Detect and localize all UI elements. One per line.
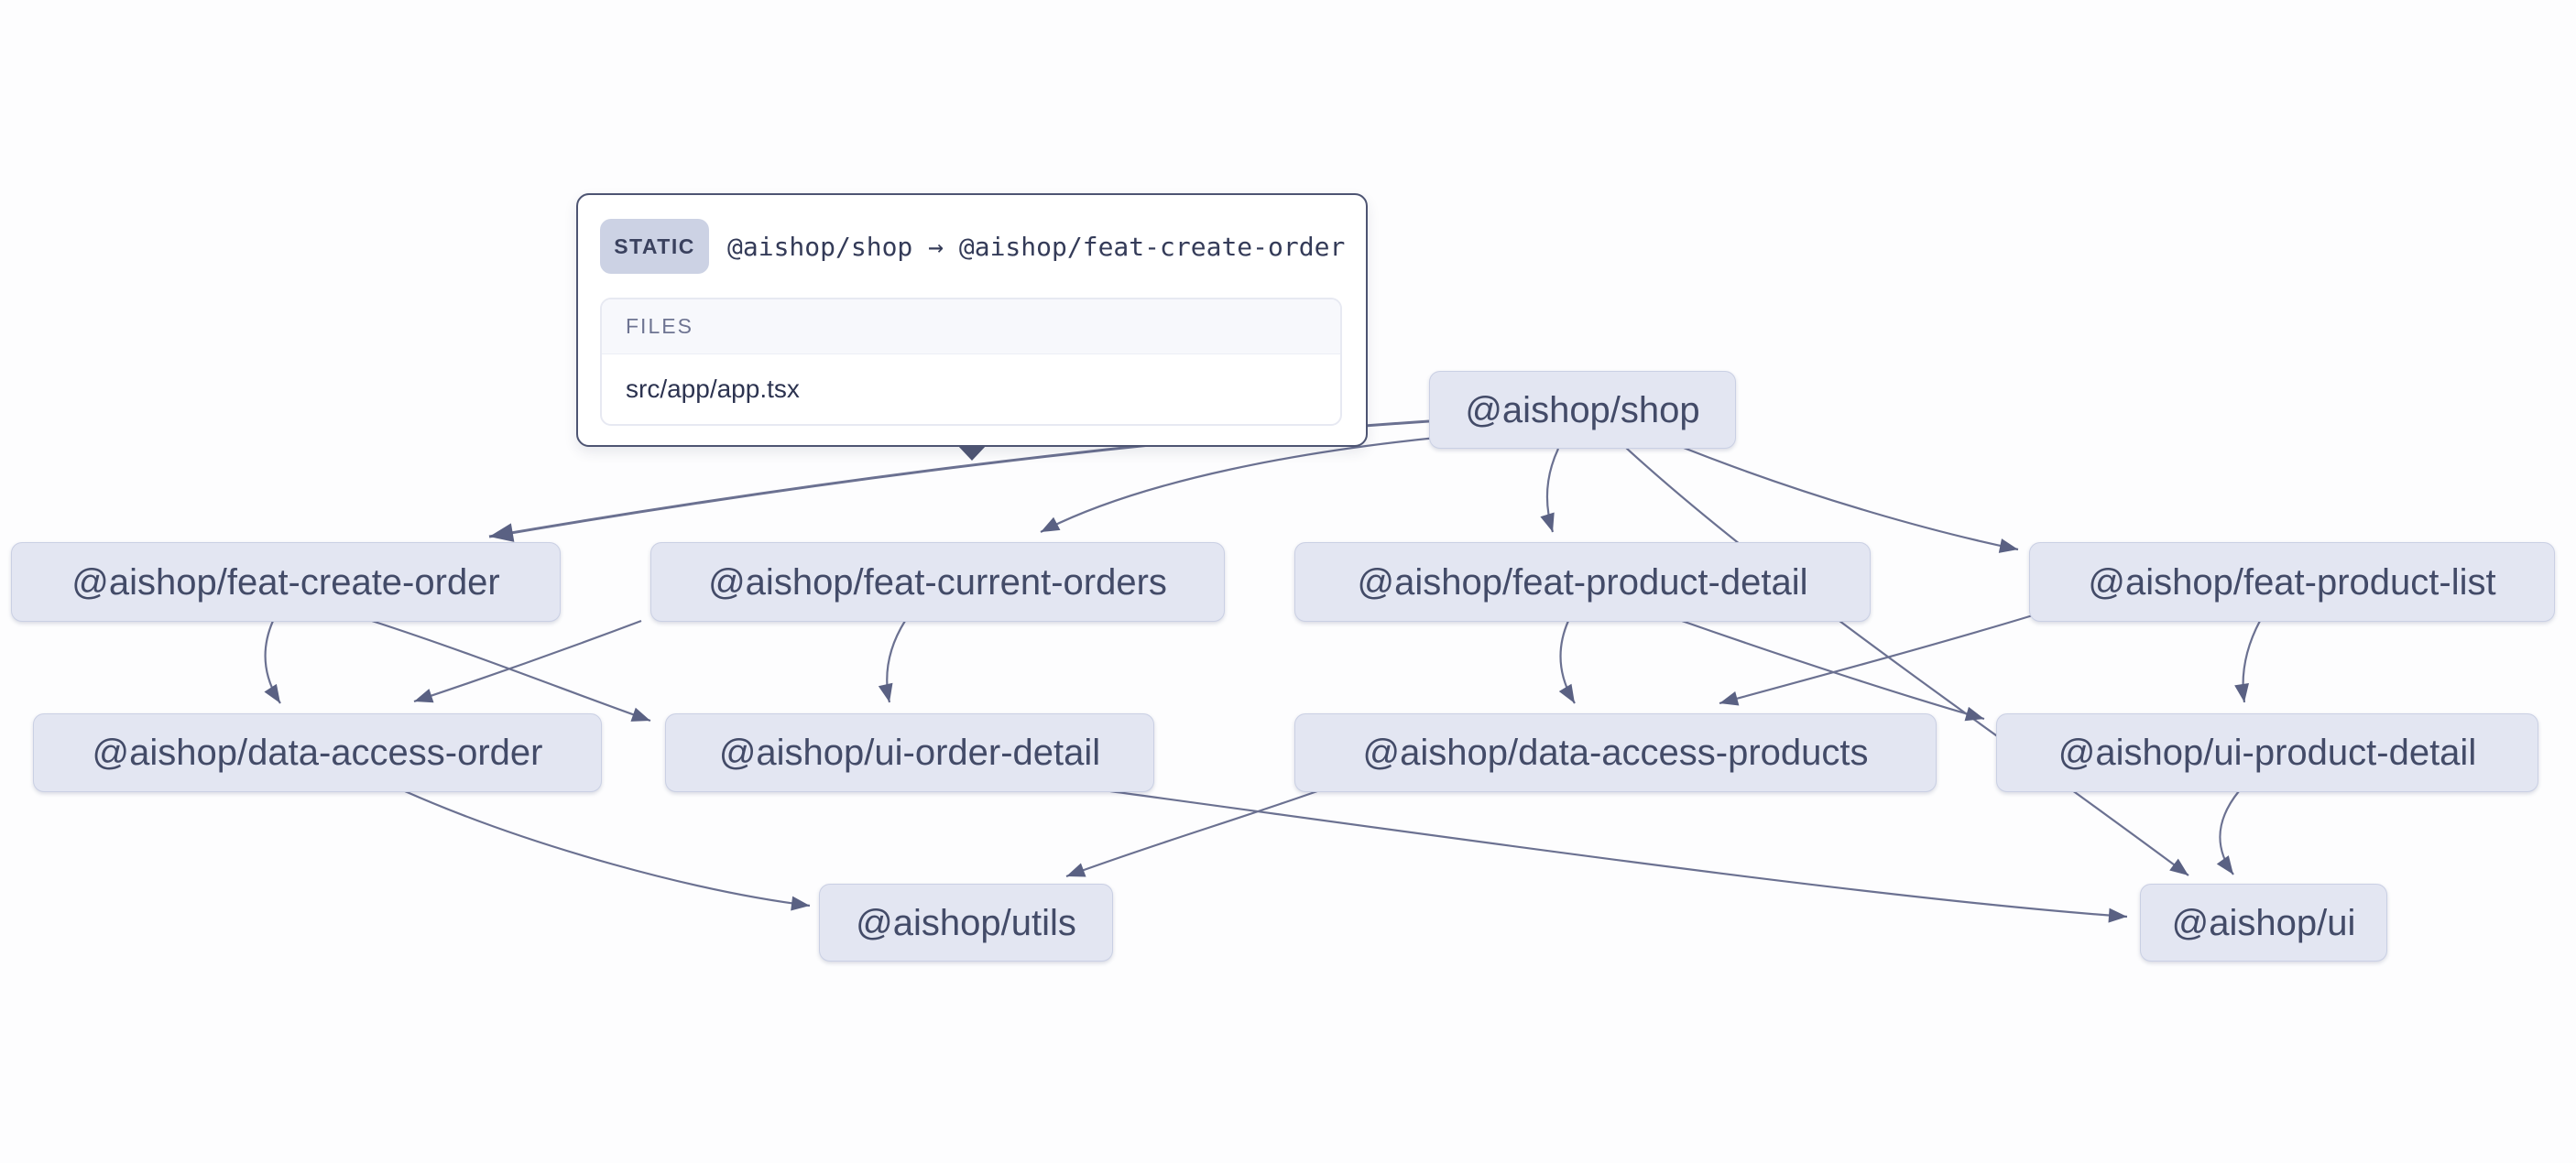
graph-edge-data-access-products->utils[interactable] xyxy=(1065,789,1318,878)
graph-node-ui-product-detail[interactable]: @aishop/ui-product-detail xyxy=(1996,713,2538,792)
graph-edge-feat-create-order->ui-order-detail[interactable] xyxy=(371,619,651,723)
graph-edge-shop->ui[interactable] xyxy=(1625,447,2189,876)
graph-edge-ui-order-detail->ui[interactable] xyxy=(1109,789,2128,923)
graph-edge-feat-current-orders->data-access-order[interactable] xyxy=(413,619,642,703)
graph-node-feat-product-detail[interactable]: @aishop/feat-product-detail xyxy=(1294,542,1871,622)
graph-node-feat-create-order[interactable]: @aishop/feat-create-order xyxy=(11,542,561,622)
tooltip-header: STATIC @aishop/shop → @aishop/feat-creat… xyxy=(600,219,1346,274)
graph-edge-feat-create-order->data-access-order[interactable] xyxy=(264,620,281,704)
edge-label: @aishop/shop → @aishop/feat-create-order xyxy=(727,231,1346,262)
graph-node-data-access-products[interactable]: @aishop/data-access-products xyxy=(1294,713,1937,792)
graph-edge-feat-current-orders->ui-order-detail[interactable] xyxy=(878,620,906,703)
graph-edge-shop->feat-product-detail[interactable] xyxy=(1540,448,1559,533)
graph-edge-shop->feat-product-list[interactable] xyxy=(1683,446,2019,553)
graph-node-ui[interactable]: @aishop/ui xyxy=(2140,884,2387,962)
graph-node-feat-current-orders[interactable]: @aishop/feat-current-orders xyxy=(650,542,1225,622)
edge-tooltip: STATIC @aishop/shop → @aishop/feat-creat… xyxy=(576,193,1368,461)
graph-edge-feat-product-detail->ui-product-detail[interactable] xyxy=(1681,619,1985,722)
graph-node-data-access-order[interactable]: @aishop/data-access-order xyxy=(33,713,602,792)
files-panel-header: FILES xyxy=(602,299,1340,354)
graph-edge-ui-product-detail->ui[interactable] xyxy=(2216,790,2240,875)
graph-node-ui-order-detail[interactable]: @aishop/ui-order-detail xyxy=(665,713,1154,792)
graph-edge-feat-product-list->data-access-products[interactable] xyxy=(1719,614,2034,706)
graph-node-utils[interactable]: @aishop/utils xyxy=(819,884,1113,962)
graph-edge-feat-product-detail->data-access-products[interactable] xyxy=(1558,620,1576,704)
tooltip-caret xyxy=(957,445,987,461)
graph-node-feat-product-list[interactable]: @aishop/feat-product-list xyxy=(2029,542,2555,622)
file-path: src/app/app.tsx xyxy=(626,375,800,403)
graph-edge-feat-product-list->ui-product-detail[interactable] xyxy=(2234,620,2261,703)
edge-type-badge: STATIC xyxy=(600,219,709,274)
graph-edge-shop->feat-current-orders[interactable] xyxy=(1040,436,1437,533)
files-panel: FILES src/app/app.tsx xyxy=(600,298,1342,426)
graph-node-shop[interactable]: @aishop/shop xyxy=(1429,371,1736,449)
graph-edge-data-access-order->utils[interactable] xyxy=(404,789,811,911)
